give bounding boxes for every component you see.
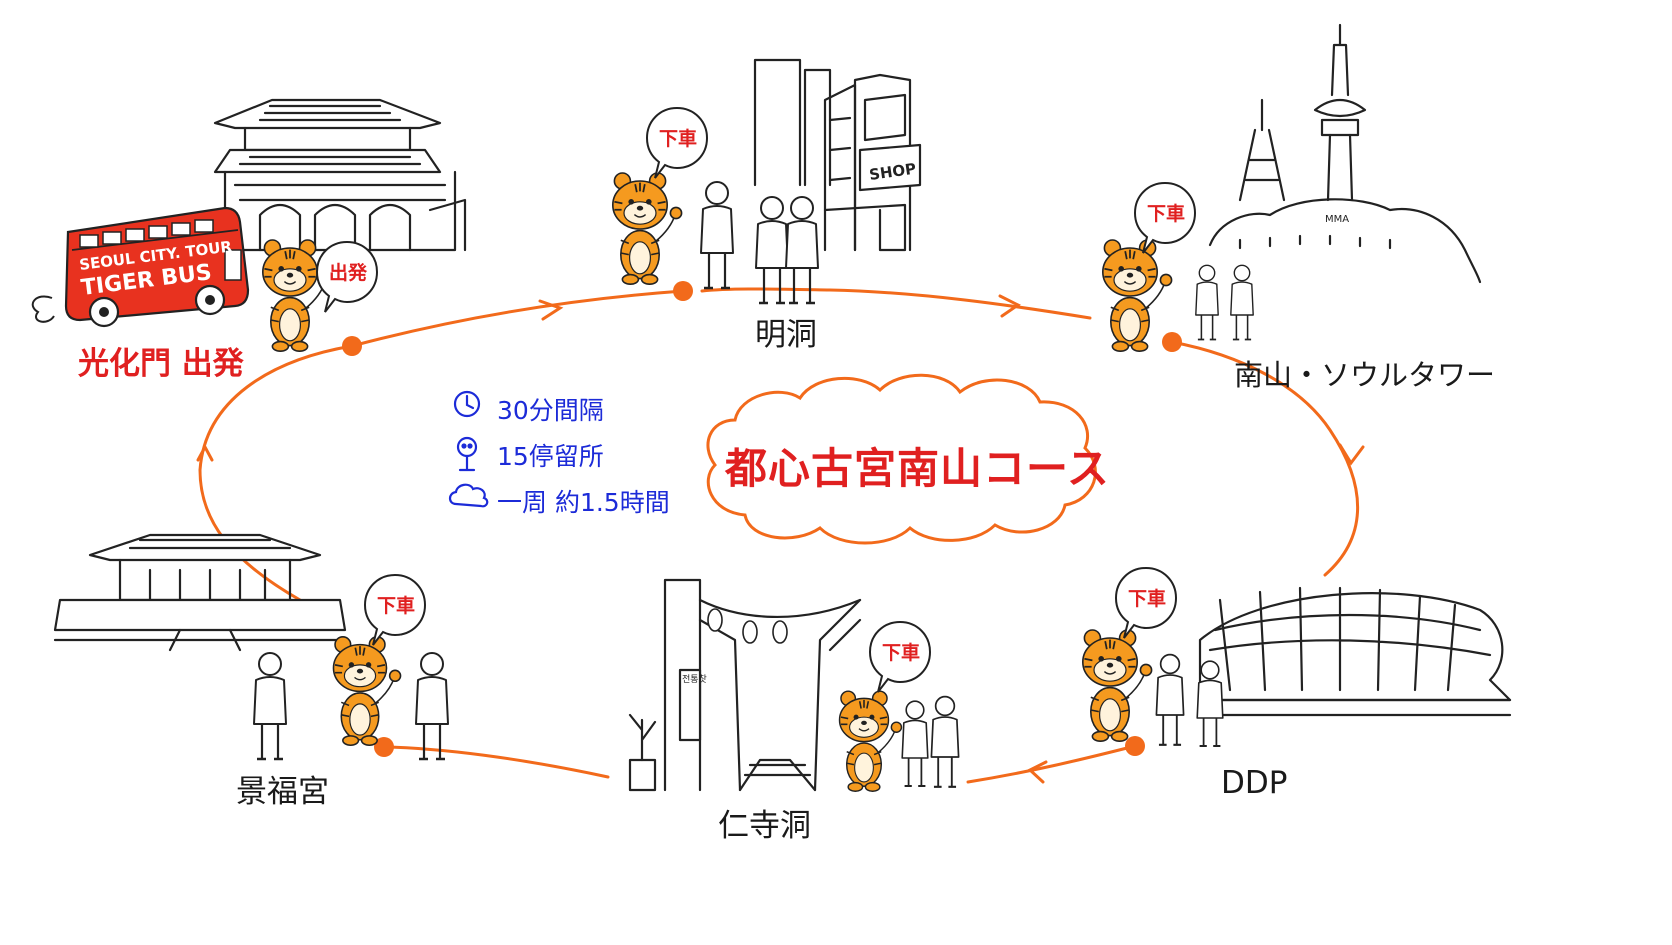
namsan-bubble: 下車 [1134, 182, 1196, 254]
tiger-mascot [1101, 239, 1173, 353]
svg-text:전통찻: 전통찻 [682, 674, 707, 685]
person [901, 700, 929, 788]
svg-text:下車: 下車 [659, 127, 697, 150]
person [754, 195, 790, 305]
svg-text:下車: 下車 [882, 641, 920, 664]
tiger-mascot [1081, 629, 1153, 743]
bus-stop-icon [456, 436, 478, 472]
stop-label-namsan: 南山・ソウルタワー [1234, 358, 1496, 392]
stop-dots [342, 281, 1182, 757]
tiger-bus-illustration: SEOUL CITY. TOUR TIGER BUS [31, 206, 250, 328]
person [699, 180, 735, 290]
clock-icon [453, 390, 481, 418]
info-duration: 一周 約1.5時間 [497, 488, 670, 517]
info-stops: 15停留所 [497, 442, 604, 471]
insadong-bubble: 下車 [869, 621, 931, 693]
tiger-mascot [332, 635, 402, 747]
svg-text:出発: 出発 [329, 261, 368, 284]
gyeongbokgung-bubble: 下車 [364, 574, 426, 646]
namsan-tower-illustration [1208, 23, 1482, 284]
course-title: 都心古宮南山コース [725, 444, 1110, 493]
ddp-bubble: 下車 [1115, 567, 1177, 639]
myeongdong-buildings-illustration [753, 58, 922, 252]
person [784, 195, 820, 305]
stop-label-insadong: 仁寺洞 [718, 808, 811, 844]
title-cloud [706, 373, 1097, 545]
start-label: 光化門 出発 [78, 346, 244, 382]
person [414, 651, 450, 761]
gyeongbokgung-palace-illustration [53, 533, 347, 652]
start-bubble: 出発 [316, 241, 378, 313]
person [252, 651, 288, 761]
person [930, 695, 960, 788]
svg-text:下車: 下車 [377, 594, 415, 617]
person [1155, 653, 1185, 746]
svg-text:下車: 下車 [1147, 202, 1185, 225]
person [1229, 264, 1255, 341]
myeongdong-bubble: 下車 [646, 107, 708, 179]
svg-text:下車: 下車 [1128, 587, 1166, 610]
info-interval: 30分間隔 [497, 396, 604, 425]
tiger-mascot [838, 690, 903, 793]
svg-text:MMA: MMA [1325, 214, 1349, 225]
gwanghwamun-gate-illustration [213, 98, 467, 252]
ddp-building-illustration [1198, 586, 1512, 717]
stop-label-gyeongbokgung: 景福宮 [236, 774, 329, 810]
stop-label-myeongdong: 明洞 [755, 317, 817, 353]
info-icons [448, 390, 489, 508]
person [1194, 264, 1220, 341]
stop-label-ddp: DDP [1221, 765, 1288, 801]
route-arrows [196, 294, 1365, 784]
tiger-mascot [611, 172, 683, 286]
insadong-alley-illustration [628, 578, 862, 792]
cloud-icon [448, 483, 489, 508]
